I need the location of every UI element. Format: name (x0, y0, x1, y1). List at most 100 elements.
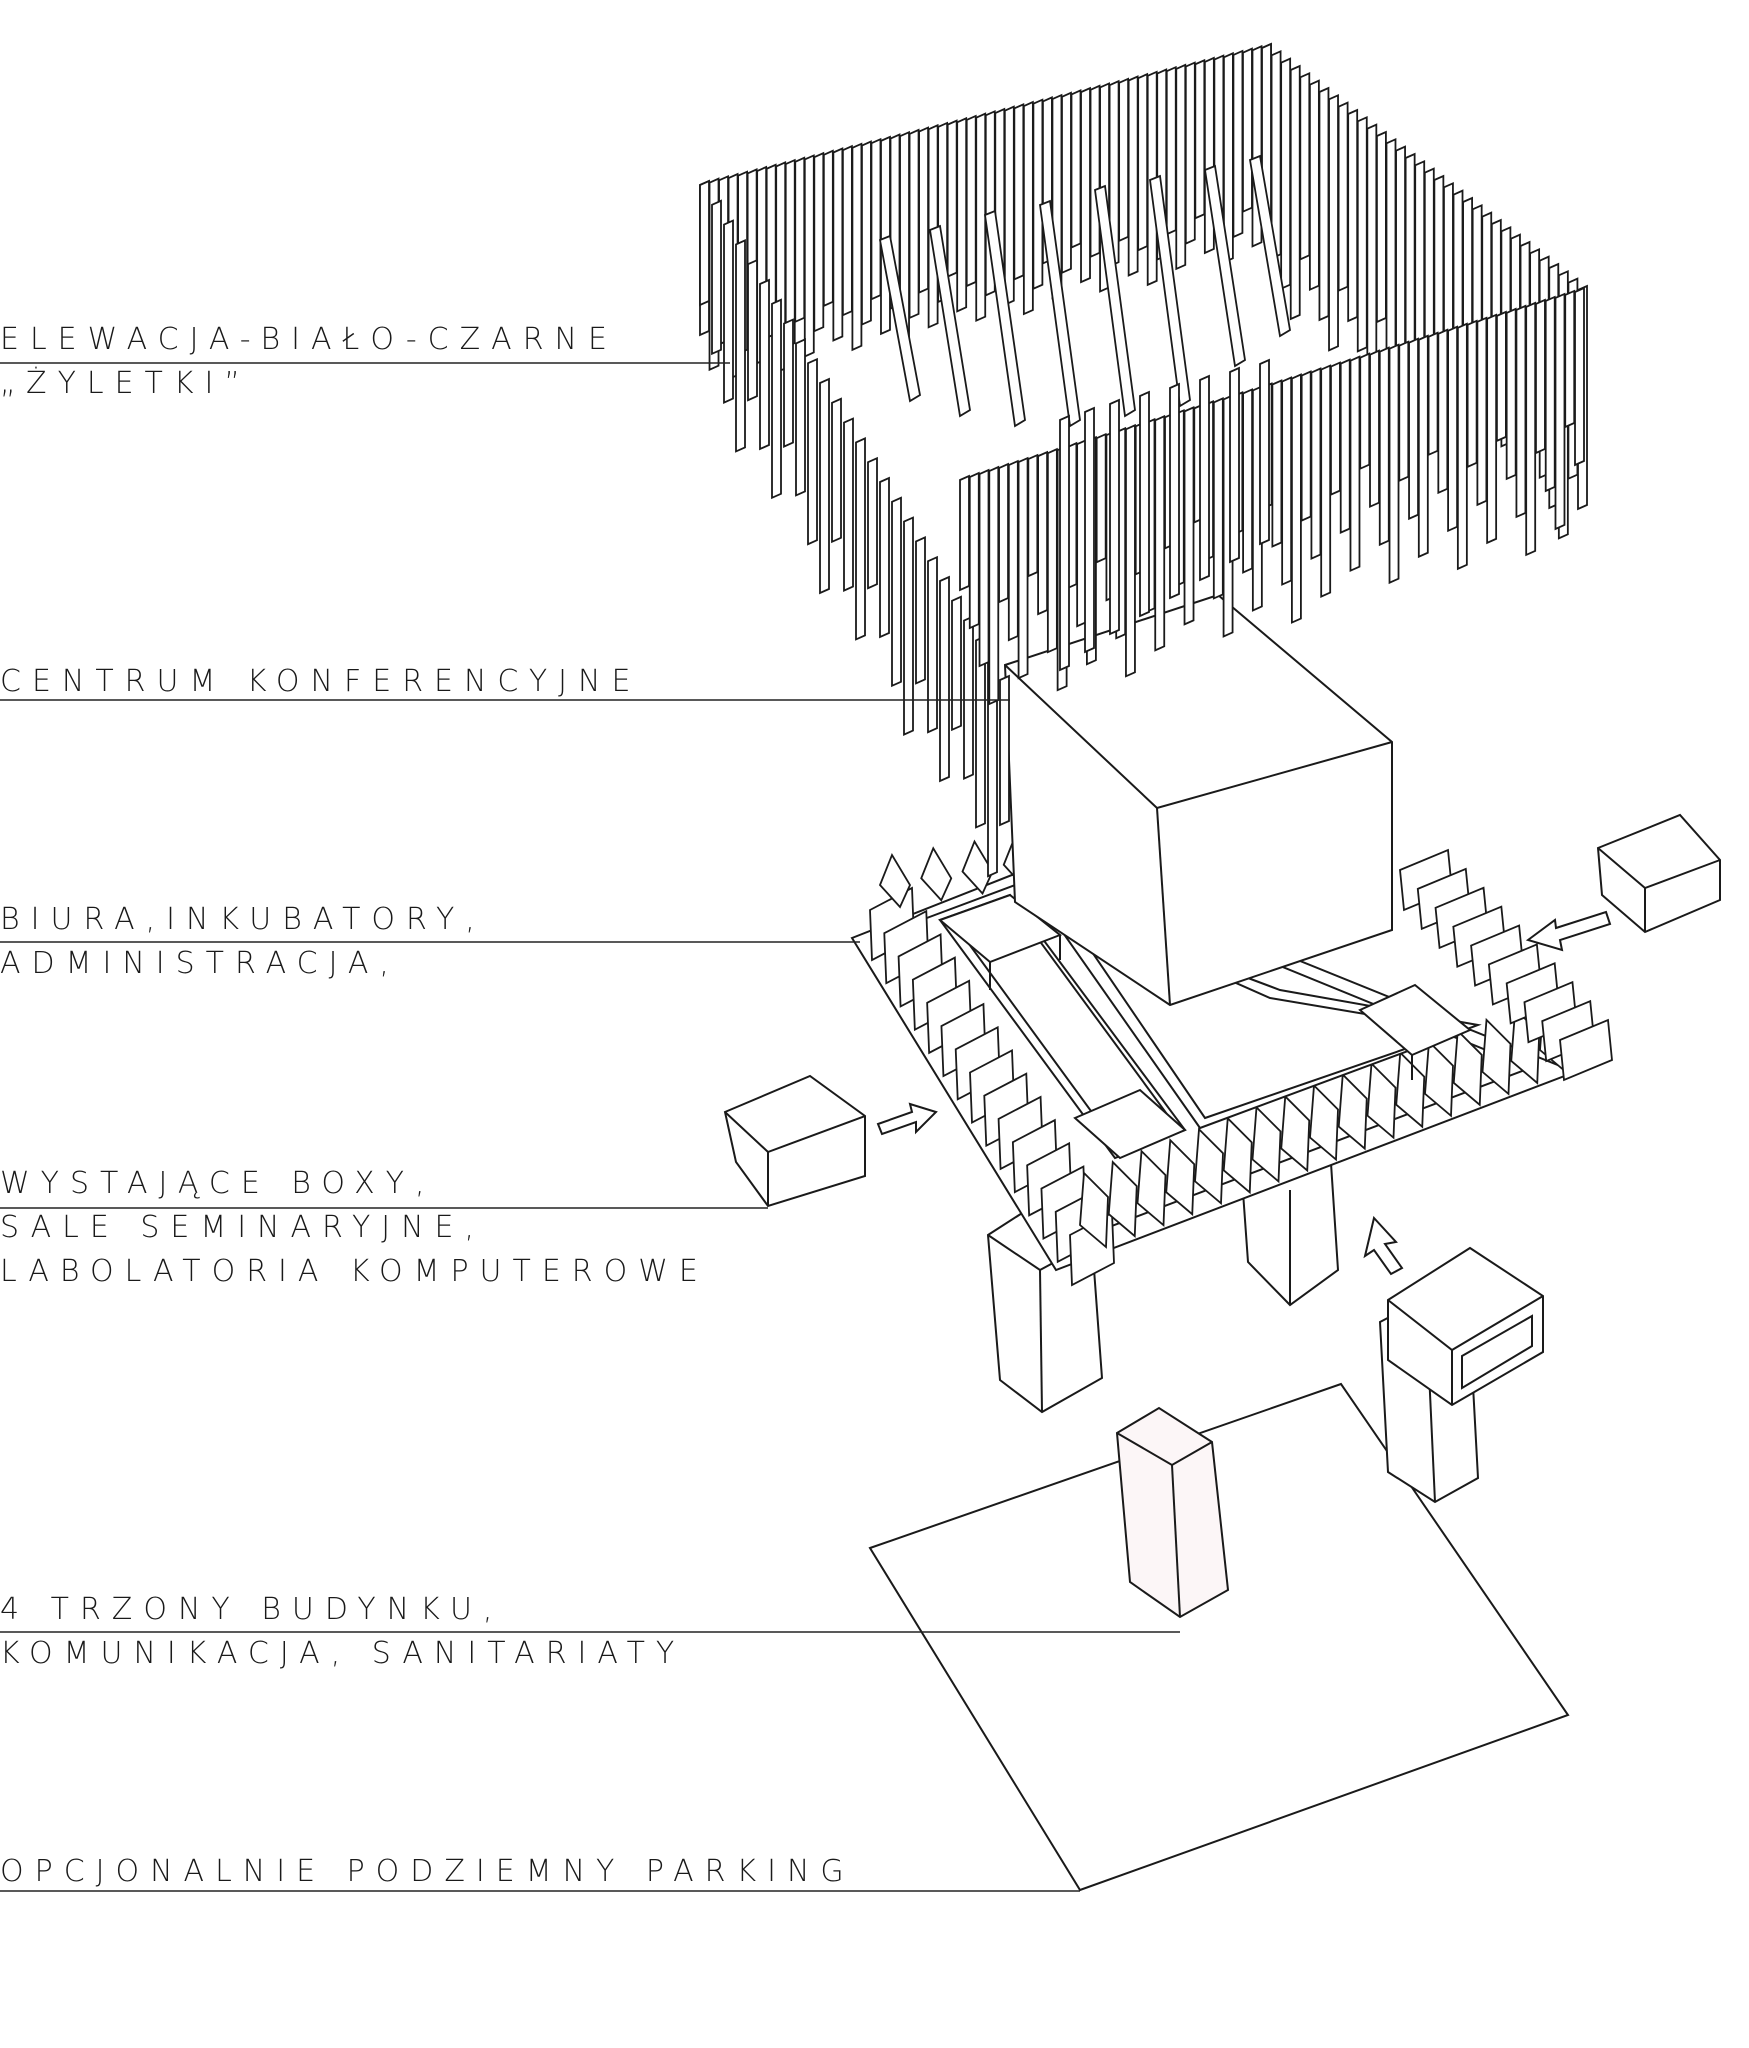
facade-blade (988, 465, 1000, 706)
facade-blade (946, 119, 958, 279)
office-fin (1337, 1072, 1368, 1151)
projecting-box-right (1387, 1246, 1544, 1407)
facade-blade (908, 128, 920, 320)
facade-blade (1310, 367, 1322, 560)
facade-blade (851, 142, 863, 352)
facade-blade (1515, 304, 1527, 519)
facade-blade (747, 258, 758, 402)
facade-blade (1199, 374, 1210, 582)
projecting-box-left (723, 1074, 866, 1208)
facade-blade (1017, 456, 1029, 680)
facade-blade (1070, 89, 1082, 249)
facade-blade (963, 615, 974, 780)
facade-blade (1564, 289, 1576, 429)
facade-blade (1466, 319, 1478, 469)
facade-blade (1574, 286, 1585, 467)
facade-blade (1229, 366, 1240, 564)
facade-rib (878, 234, 922, 403)
label-boxes-line3: LABOLATORIA KOMPUTEROWE (0, 1254, 709, 1289)
facade-blade (870, 137, 882, 301)
facade-blade (855, 437, 866, 641)
office-fin (1107, 1160, 1138, 1238)
facade-blade (1108, 79, 1120, 268)
office-fin (878, 852, 912, 909)
label-offices-line1: BIURA,INKUBATORY, (0, 902, 486, 937)
facade-blades (699, 42, 1588, 878)
label-conference-line1: CENTRUM KONFERENCYJNE (0, 664, 642, 699)
facade-blade (1061, 91, 1072, 275)
facade-blade (1212, 397, 1224, 600)
facade-blade (1280, 57, 1292, 291)
facade-blade (1169, 382, 1180, 600)
facade-blade (1184, 61, 1196, 245)
facade-blade (1013, 102, 1025, 281)
arrow-left (1525, 910, 1612, 952)
facade-blade (1125, 423, 1136, 678)
facade-rib (1039, 199, 1081, 428)
facade-blade (1127, 75, 1139, 277)
leader-lines (0, 362, 1180, 1892)
arrow-up (1363, 1215, 1404, 1276)
facade-blade (1095, 432, 1107, 564)
office-fin (1079, 1170, 1109, 1249)
facade-blade (1084, 406, 1095, 654)
label-offices: BIURA,INKUBATORY, ADMINISTRACJA, (0, 898, 486, 986)
facade-blade (1447, 325, 1458, 533)
label-parking: OPCJONALNIE PODZIEMNY PARKING (0, 1850, 855, 1894)
facade-blade (1554, 292, 1566, 531)
core-tower-front (1115, 1406, 1230, 1619)
label-elevation-line2: „ŻYLETKI” (0, 366, 251, 401)
label-elevation: ELEWACJA-BIAŁO-CZARNE „ŻYLETKI” (0, 318, 618, 406)
facade-blade (939, 575, 950, 783)
facade-blade (927, 123, 939, 329)
facade-blade (831, 397, 842, 544)
facade-blade (1089, 84, 1101, 259)
facade-blade (1337, 101, 1349, 293)
office-fin (1194, 1127, 1224, 1206)
facade-blade (1194, 58, 1206, 220)
facade-blade (861, 140, 872, 326)
label-parking-line1: OPCJONALNIE PODZIEMNY PARKING (0, 1854, 855, 1889)
office-fin (1280, 1094, 1311, 1173)
facade-blade (1330, 361, 1341, 496)
facade-blade (794, 156, 806, 324)
facade-rib (1149, 174, 1191, 408)
facade-blade (1328, 93, 1339, 352)
facade-rib (984, 209, 1026, 428)
facade-blade (1003, 105, 1015, 307)
facade-blade (813, 151, 825, 333)
facade-blade (1347, 108, 1359, 323)
office-fin (1452, 1028, 1483, 1107)
facade-blade (959, 474, 970, 592)
facade-blade (1299, 71, 1311, 261)
facade-blade (1027, 453, 1039, 578)
facade-blade (975, 112, 987, 323)
facade-blade (843, 417, 854, 592)
office-fin (1481, 1017, 1512, 1096)
facade-blade (1339, 358, 1351, 535)
facade-blade (819, 377, 830, 595)
office-fin (920, 846, 953, 902)
facade-blade (1378, 346, 1390, 547)
facade-blade (803, 154, 815, 358)
facade-blade (1486, 313, 1498, 545)
facade-blade (1222, 51, 1234, 264)
label-boxes-line2: SALE SEMINARYJNE, (0, 1210, 486, 1245)
facade-blade (1281, 376, 1293, 586)
projecting-box-top-right (1596, 813, 1721, 934)
facade-blade (1242, 388, 1253, 574)
facade-blade (1349, 355, 1361, 573)
label-conference: CENTRUM KONFERENCYJNE (0, 660, 641, 704)
facade-blade (927, 555, 938, 734)
facade-blade (1154, 414, 1166, 652)
facade-blade (968, 471, 980, 630)
facade-blade (1476, 316, 1488, 507)
facade-blade (891, 496, 902, 688)
facade-blade (1080, 86, 1091, 284)
facade-blade (965, 114, 977, 288)
facade-blade (903, 516, 914, 736)
facade-blade (880, 135, 891, 336)
facade-blade (999, 674, 1010, 827)
facade-blade (1496, 310, 1507, 443)
